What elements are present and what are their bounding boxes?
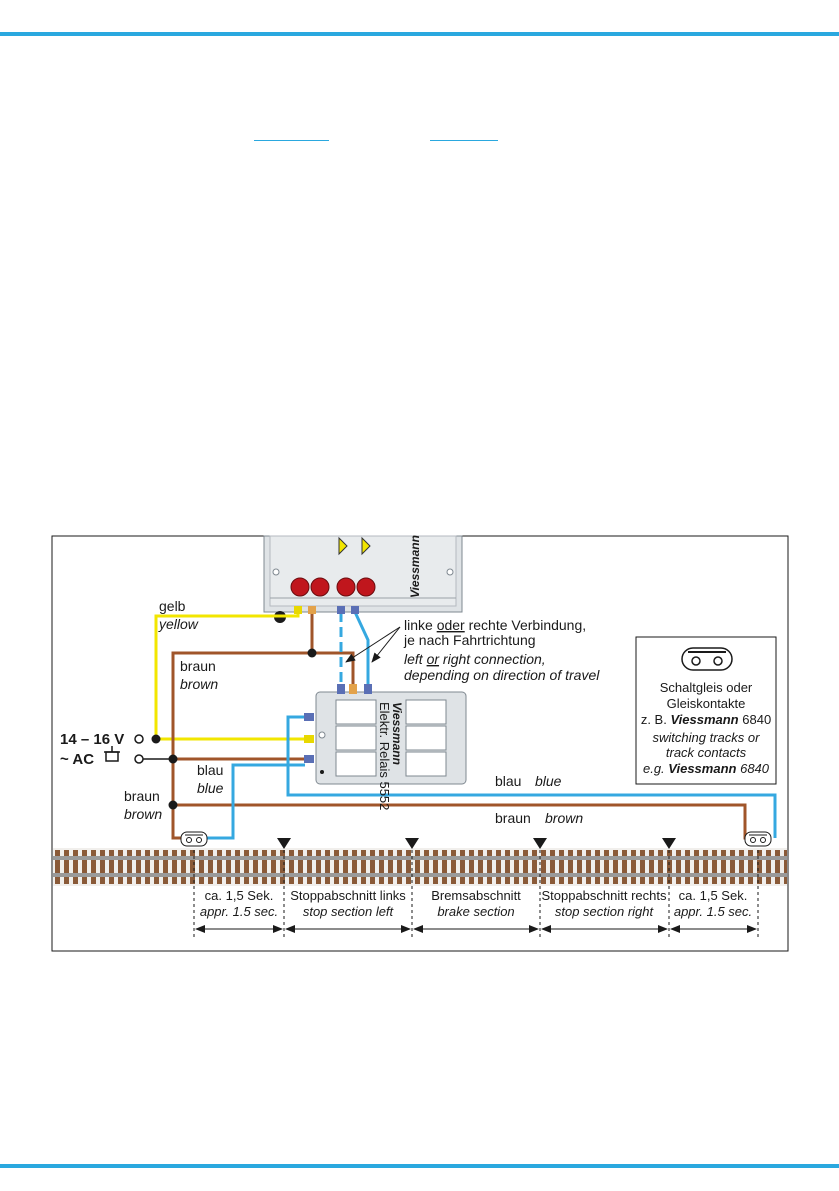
relay-5552: Elektr. Relais 5552 Viessmann	[304, 684, 467, 810]
blue-wire-label-en: blue	[197, 780, 224, 796]
section-3-de: Bremsabschnitt	[431, 888, 521, 903]
track-contact-icon	[681, 647, 733, 671]
power-terminals: 14 – 16 V ~ AC	[60, 731, 173, 768]
junctions	[151, 648, 317, 810]
section-5-de: ca. 1,5 Sek.	[679, 888, 748, 903]
section-3-en: brake section	[437, 904, 514, 919]
brown-left-label-en: brown	[124, 806, 162, 822]
yellow-wire-label-en: yellow	[158, 616, 199, 632]
svg-text:je nach Fahrtrichtung: je nach Fahrtrichtung	[403, 632, 536, 648]
svg-text:switching tracks or: switching tracks or	[653, 730, 761, 745]
svg-text:left or right connection,: left or right connection,	[404, 651, 546, 667]
connection-note: linke oder rechte Verbindung, je nach Fa…	[345, 617, 600, 683]
link-underline-right	[430, 140, 498, 141]
brown-right-label-en: brown	[545, 810, 583, 826]
blue-right-label-de: blau	[495, 773, 521, 789]
top-rule	[0, 32, 839, 36]
section-markers	[277, 838, 676, 849]
bottom-rule	[0, 1164, 839, 1168]
svg-text:linke oder rechte Verbindung,: linke oder rechte Verbindung,	[404, 617, 586, 633]
svg-text:Schaltgleis oder: Schaltgleis oder	[660, 680, 753, 695]
svg-text:Gleiskontakte: Gleiskontakte	[667, 696, 746, 711]
relay-label: Elektr. Relais 5552	[377, 702, 392, 810]
track-contact-left	[180, 831, 208, 847]
blue-wire-label-de: blau	[197, 762, 223, 778]
yellow-wire-label-de: gelb	[159, 598, 186, 614]
link-underline-left	[254, 140, 329, 141]
track-contact-right	[744, 831, 772, 847]
relay-brand: Viessmann	[390, 702, 404, 765]
blue-right-label-en: blue	[535, 773, 562, 789]
svg-text:e.g. Viessmann 6840: e.g. Viessmann 6840	[643, 761, 770, 776]
transformer-icon	[104, 746, 120, 762]
brown-left-label-de: braun	[124, 788, 160, 804]
section-1-de: ca. 1,5 Sek.	[205, 888, 274, 903]
brown-wire-label-de: braun	[180, 658, 216, 674]
module-brand: Viessmann	[408, 535, 422, 598]
brown-wire-label-en: brown	[180, 676, 218, 692]
svg-text:track contacts: track contacts	[666, 745, 747, 760]
voltage-label: 14 – 16 V	[60, 731, 124, 748]
svg-text:z. B. Viessmann 6840: z. B. Viessmann 6840	[641, 712, 771, 727]
section-5-en: appr. 1.5 sec.	[674, 904, 752, 919]
section-4-de: Stoppabschnitt rechts	[541, 888, 667, 903]
ac-label: ~ AC	[60, 751, 94, 768]
track	[53, 848, 787, 886]
svg-text:depending on direction of trav: depending on direction of travel	[404, 667, 600, 683]
section-1-en: appr. 1.5 sec.	[200, 904, 278, 919]
section-2-de: Stoppabschnitt links	[290, 888, 406, 903]
legend-box: Schaltgleis oder Gleiskontakte z. B. Vie…	[635, 636, 777, 785]
brown-right-label-de: braun	[495, 810, 531, 826]
section-2-en: stop section left	[303, 904, 395, 919]
section-4-en: stop section right	[555, 904, 655, 919]
section-dividers	[193, 850, 759, 940]
control-module: Viessmann	[263, 535, 463, 623]
